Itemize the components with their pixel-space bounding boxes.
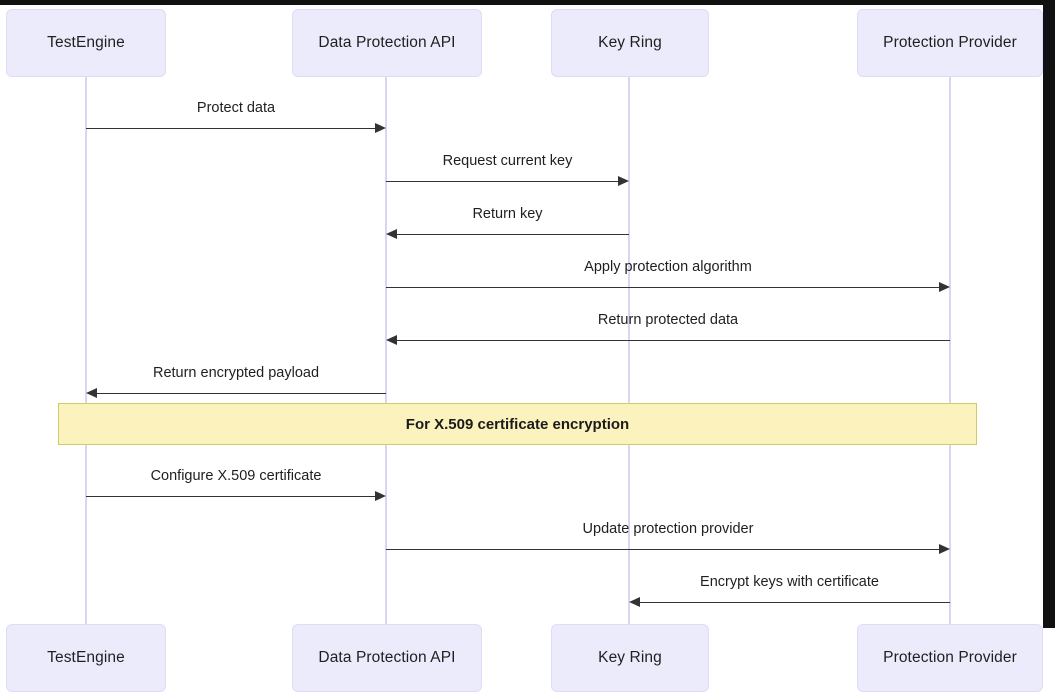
- window-frame-right: [1043, 0, 1055, 628]
- lifeline-testengine: [85, 77, 87, 624]
- message-line-m8: [386, 549, 939, 550]
- message-label-m5: Return protected data: [597, 312, 739, 328]
- message-line-m1: [86, 128, 375, 129]
- message-label-m9: Encrypt keys with certificate: [700, 574, 879, 590]
- participant-testengine-bottom[interactable]: TestEngine: [6, 624, 166, 692]
- message-label-m6: Return encrypted payload: [152, 365, 320, 381]
- arrow-head-m5: [386, 335, 397, 345]
- participant-label: Protection Provider: [883, 34, 1017, 51]
- participant-provider-bottom[interactable]: Protection Provider: [857, 624, 1043, 692]
- participant-keyring-bottom[interactable]: Key Ring: [551, 624, 709, 692]
- note-text: For X.509 certificate encryption: [405, 415, 630, 433]
- message-label-m1: Protect data: [196, 100, 276, 116]
- arrow-head-m8: [939, 544, 950, 554]
- window-frame-top: [0, 0, 1055, 5]
- message-line-m9: [640, 602, 950, 603]
- message-label-m8: Update protection provider: [582, 521, 754, 537]
- message-line-m5: [397, 340, 950, 341]
- arrow-head-m9: [629, 597, 640, 607]
- participant-label: TestEngine: [47, 34, 125, 51]
- arrow-head-m1: [375, 123, 386, 133]
- participant-label: Key Ring: [598, 649, 662, 666]
- participant-provider-top[interactable]: Protection Provider: [857, 9, 1043, 77]
- arrow-head-m6: [86, 388, 97, 398]
- message-label-m4: Apply protection algorithm: [584, 259, 752, 275]
- arrow-head-m7: [375, 491, 386, 501]
- participant-label: TestEngine: [47, 649, 125, 666]
- arrow-head-m3: [386, 229, 397, 239]
- note-box: For X.509 certificate encryption: [58, 403, 977, 445]
- message-line-m3: [397, 234, 629, 235]
- message-label-m2: Request current key: [442, 153, 573, 169]
- message-label-m7: Configure X.509 certificate: [150, 468, 322, 484]
- arrow-head-m2: [618, 176, 629, 186]
- arrow-head-m4: [939, 282, 950, 292]
- participant-label: Data Protection API: [318, 649, 456, 666]
- message-line-m6: [97, 393, 386, 394]
- message-line-m2: [386, 181, 618, 182]
- participant-keyring-top[interactable]: Key Ring: [551, 9, 709, 77]
- lifeline-provider: [949, 77, 951, 624]
- lifeline-dpapi: [385, 77, 387, 624]
- participant-dpapi-bottom[interactable]: Data Protection API: [292, 624, 482, 692]
- message-line-m4: [386, 287, 939, 288]
- message-label-m3: Return key: [472, 206, 543, 222]
- lifeline-keyring: [628, 77, 630, 624]
- participant-label: Data Protection API: [318, 34, 456, 51]
- participant-label: Key Ring: [598, 34, 662, 51]
- participant-dpapi-top[interactable]: Data Protection API: [292, 9, 482, 77]
- participant-testengine-top[interactable]: TestEngine: [6, 9, 166, 77]
- message-line-m7: [86, 496, 375, 497]
- participant-label: Protection Provider: [883, 649, 1017, 666]
